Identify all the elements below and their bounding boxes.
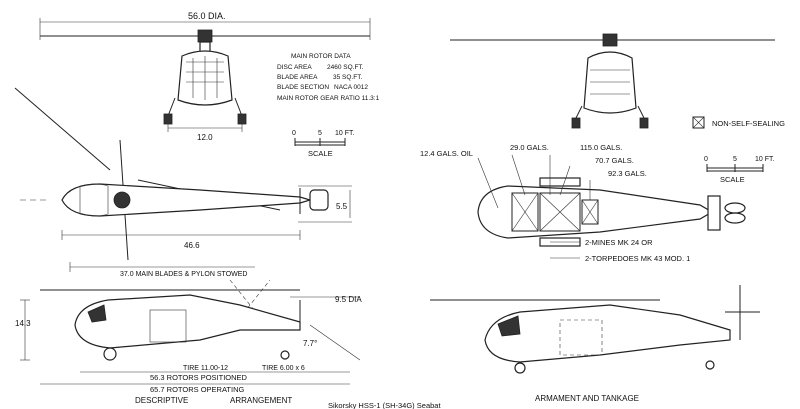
tank-29-label: 29.0 GALS.: [510, 143, 549, 152]
left-title-part-1: DESCRIPTIVE: [135, 396, 188, 405]
legend: [692, 116, 705, 129]
tail-rotor-label: 9.5 DIA: [335, 295, 362, 304]
rotor-data-label-2: BLADE AREA: [277, 74, 318, 81]
scale-right-tick-10: 10 FT.: [755, 156, 775, 163]
tank-92-label: 92.3 GALS.: [608, 169, 647, 178]
tank-115-label: 115.0 GALS.: [580, 143, 622, 152]
rotor-data-title: MAIN ROTOR DATA: [291, 53, 351, 60]
scale-left-tick-10: 10 FT.: [335, 130, 355, 137]
scale-right-tick-0: 0: [704, 156, 708, 163]
rotor-data-value-2: 35 SQ.FT.: [333, 74, 362, 81]
tire-main-label: TIRE 11.00-12: [183, 365, 228, 372]
rotor-data-value-1: 2460 SQ.FT.: [327, 64, 364, 71]
height-label: 14.3: [15, 319, 31, 328]
rotor-diameter-label: 56.0 DIA.: [188, 11, 226, 21]
scale-right: [706, 164, 764, 172]
weapon-torpedo-label: 2-TORPEDOES MK 43 MOD. 1: [585, 254, 690, 263]
side-view-left: [20, 262, 361, 385]
left-title-part-2: ARRANGEMENT: [230, 396, 292, 405]
rotor-data-table: MAIN ROTOR DATA DISC AREA 2460 SQ.FT. BL…: [277, 53, 380, 102]
tail-span-label: 5.5: [336, 202, 348, 211]
rotor-data-label-1: DISC AREA: [277, 64, 312, 71]
rotor-data-value-3: NACA 0012: [334, 84, 368, 91]
scale-left-label: SCALE: [308, 149, 333, 158]
scale-right-tick-5: 5: [733, 156, 737, 163]
side-view-right: [430, 285, 760, 374]
fuselage-length-label: 46.6: [184, 241, 200, 250]
tank-oil-label: 12.4 GALS. OIL: [420, 149, 473, 158]
caption: Sikorsky HSS-1 (SH-34G) Seabat: [328, 401, 441, 409]
scale-right-label: SCALE: [720, 175, 745, 184]
tank-70-label: 70.7 GALS.: [595, 156, 634, 165]
rotor-data-label-3: BLADE SECTION: [277, 84, 329, 91]
tank-plan-view: [477, 154, 746, 259]
right-title: ARMAMENT AND TANKAGE: [535, 394, 639, 403]
scale-left: [294, 138, 346, 146]
stowed-length-label: 37.0 MAIN BLADES & PYLON STOWED: [120, 271, 247, 278]
front-width-label: 12.0: [197, 133, 213, 142]
gear-ratio-label: MAIN ROTOR GEAR RATIO 11.3:1: [277, 95, 380, 102]
tire-tail-label: TIRE 6.00 x 6: [262, 365, 305, 372]
scale-left-tick-0: 0: [292, 130, 296, 137]
tail-angle-label: 7.7°: [303, 339, 317, 348]
top-view: [14, 87, 352, 261]
front-view-left: [39, 18, 371, 132]
legend-label: NON-SELF-SEALING: [712, 119, 785, 128]
weapon-mines-label: 2-MINES MK 24 OR: [585, 238, 653, 247]
length-positioned-label: 56.3 ROTORS POSITIONED: [150, 373, 248, 382]
length-operating-label: 65.7 ROTORS OPERATING: [150, 385, 244, 394]
front-view-right: [450, 33, 775, 129]
scale-left-tick-5: 5: [318, 130, 322, 137]
